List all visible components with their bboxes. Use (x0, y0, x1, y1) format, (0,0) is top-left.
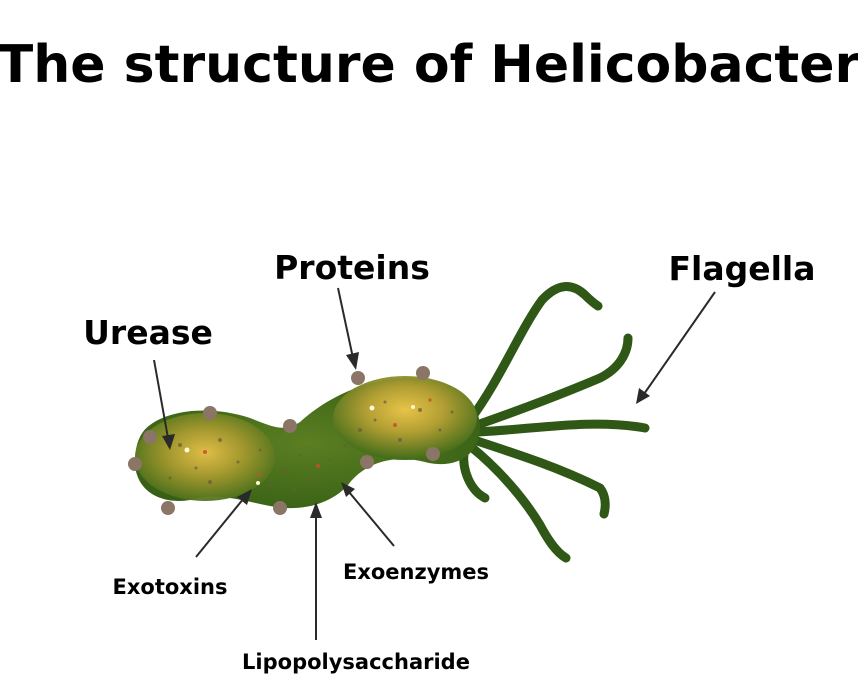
label-exotoxins: Exotoxins (113, 575, 228, 599)
flagella (459, 282, 650, 563)
pointer-proteins (337, 287, 359, 370)
pointer-exotoxins (195, 489, 252, 558)
label-exoenzymes: Exoenzymes (343, 560, 489, 584)
label-urease: Urease (83, 313, 213, 352)
surface-proteins (128, 366, 440, 515)
ribosomes (203, 398, 432, 477)
pointer-lipopolysaccharide (310, 502, 322, 640)
right-lobe (333, 376, 477, 460)
diagram-title: The structure of Helicobacter (0, 35, 858, 95)
pointer-exoenzymes (341, 482, 395, 547)
label-flagella: Flagella (668, 249, 815, 288)
label-proteins: Proteins (274, 248, 430, 287)
pointer-urease (153, 359, 175, 450)
highlights (184, 405, 415, 485)
cytoplasm-granules (168, 400, 454, 492)
label-lipopolysaccharide: Lipopolysaccharide (242, 650, 470, 674)
pointer-flagella (636, 291, 716, 404)
left-lobe (135, 413, 275, 501)
bacterium-body (128, 366, 480, 515)
